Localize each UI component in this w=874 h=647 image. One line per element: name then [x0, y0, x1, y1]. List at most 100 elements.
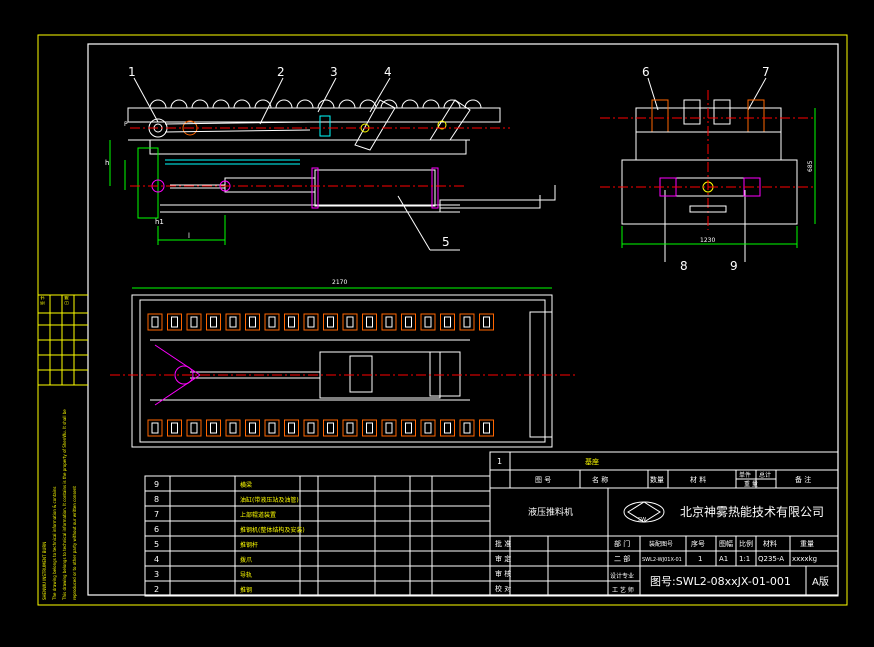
tb-sign-verify: 审 定 [495, 554, 511, 563]
plan-roller [167, 313, 182, 331]
plan-roller [206, 419, 221, 437]
tb-hdr-weight: 重 量 [744, 480, 758, 488]
parts-row-no: 7 [154, 510, 159, 519]
front-roller-row [149, 99, 482, 109]
plan-roller-hub [307, 316, 315, 328]
side-note-1: SHENWU INSTRUMENT BURN [42, 542, 47, 600]
callout-4: 4 [384, 65, 392, 79]
roller-arc [359, 99, 377, 109]
roller-arc [275, 99, 293, 109]
plan-roller-hub [444, 422, 451, 434]
plan-roller [342, 313, 358, 331]
roller-arc [233, 99, 251, 109]
plan-roller-hub [483, 422, 490, 434]
tb-hdr-material: 材 料 [690, 475, 706, 484]
side-strip: 签 字 日 期 SHENWU INSTRUMENT BURN The drawi… [38, 44, 89, 601]
plan-roller [440, 419, 455, 437]
tb-hdr-name: 名 称 [592, 475, 608, 484]
plan-roller [479, 313, 494, 331]
tb-sign-check: 校 对 [495, 584, 511, 593]
tb-cell-scale: 比例 [739, 539, 753, 548]
parts-row-name: 横梁 [240, 481, 252, 489]
plan-roller-hub [249, 422, 256, 434]
tb-cell-weight: 重量 [800, 540, 814, 548]
parts-row-no: 9 [154, 480, 159, 489]
roller-arc [254, 99, 272, 109]
company-logo: SW [623, 501, 665, 523]
roller-arc [296, 99, 314, 109]
roller-arc [149, 99, 167, 109]
side-view: 685 1230 [600, 90, 816, 248]
plan-roller [420, 419, 436, 437]
front-view-callouts: 1 2 3 4 5 6 7 8 9 [128, 65, 770, 273]
tb-hdr-single: 单件 [739, 471, 751, 479]
plan-roller-hub [307, 422, 315, 434]
tb-cell-dept: 部 门 [614, 539, 630, 548]
parts-row-no: 3 [154, 570, 159, 579]
callout-5: 5 [442, 235, 450, 249]
callout-8: 8 [680, 259, 688, 273]
roller-arc [443, 99, 461, 109]
parts-row-name: 推钢 [240, 586, 252, 594]
tb-row1-no: 1 [497, 457, 502, 466]
plan-roller [381, 313, 397, 331]
callout-2: 2 [277, 65, 285, 79]
roller-arc [380, 99, 398, 109]
plan-roller-hub [151, 422, 159, 434]
plan-roller [186, 313, 202, 331]
roller-arc [422, 99, 440, 109]
plan-roller [440, 313, 455, 331]
dim-h: h [105, 159, 109, 167]
roller-arc [317, 99, 335, 109]
tb-val-seq: 1 [698, 555, 702, 563]
plan-roller-hub [366, 316, 373, 328]
tb-design-major: 设计专业 [610, 572, 634, 580]
parts-row-name: 油缸(带液压站及油管) [240, 496, 299, 504]
side-note-4: reproduced or to other party without our… [72, 486, 77, 600]
roller-arc [170, 99, 188, 109]
plan-roller-hub [190, 316, 198, 328]
plan-roller-hub [405, 422, 412, 434]
tb-cell-format: 图幅 [719, 539, 733, 548]
parts-row-name: 推钢杆 [240, 541, 258, 549]
plan-roller-hub [229, 316, 237, 328]
plan-roller-row-top [147, 313, 494, 331]
plan-roller-hub [463, 316, 471, 328]
parts-row-no: 2 [154, 585, 159, 594]
plan-roller-hub [483, 316, 490, 328]
plan-roller-hub [229, 422, 237, 434]
plan-roller [303, 313, 319, 331]
company-logo-text: SW [638, 517, 646, 523]
tb-cell-drawing-no: 装配图号 [649, 540, 673, 548]
tb-cell-material: 材料 [763, 539, 777, 548]
plan-roller [264, 313, 280, 331]
plan-roller [245, 313, 260, 331]
tb-drawing-title: 液压推料机 [528, 506, 573, 518]
plan-roller [284, 313, 299, 331]
plan-roller-hub [385, 316, 393, 328]
tb-sign-review: 审 核 [495, 569, 511, 578]
tb-company: 北京神雾热能技术有限公司 [680, 505, 824, 519]
front-elevation-view: h h1 l P [105, 99, 556, 245]
tb-hdr-code: 图 号 [535, 476, 551, 484]
plan-roller-hub [268, 316, 276, 328]
plan-view: 2170 [110, 279, 575, 448]
plan-roller [459, 313, 475, 331]
dim-p: P [124, 121, 128, 128]
plan-roller-hub [444, 316, 451, 328]
plan-roller-hub [424, 316, 432, 328]
plan-roller-hub [288, 316, 295, 328]
tb-row1-name: 基座 [585, 457, 599, 466]
parts-row-name: 导轨 [240, 571, 252, 579]
tb-sign-approve: 批 准 [495, 539, 511, 548]
roller-arc [464, 99, 482, 109]
tb-val-dept: 二 部 [614, 554, 630, 563]
tb-val-weight: xxxxkg [792, 555, 817, 563]
plan-roller [264, 419, 280, 437]
plan-roller-hub [366, 422, 373, 434]
plan-roller [323, 313, 338, 331]
outer-sheet-border [37, 34, 848, 606]
callout-1: 1 [128, 65, 136, 79]
